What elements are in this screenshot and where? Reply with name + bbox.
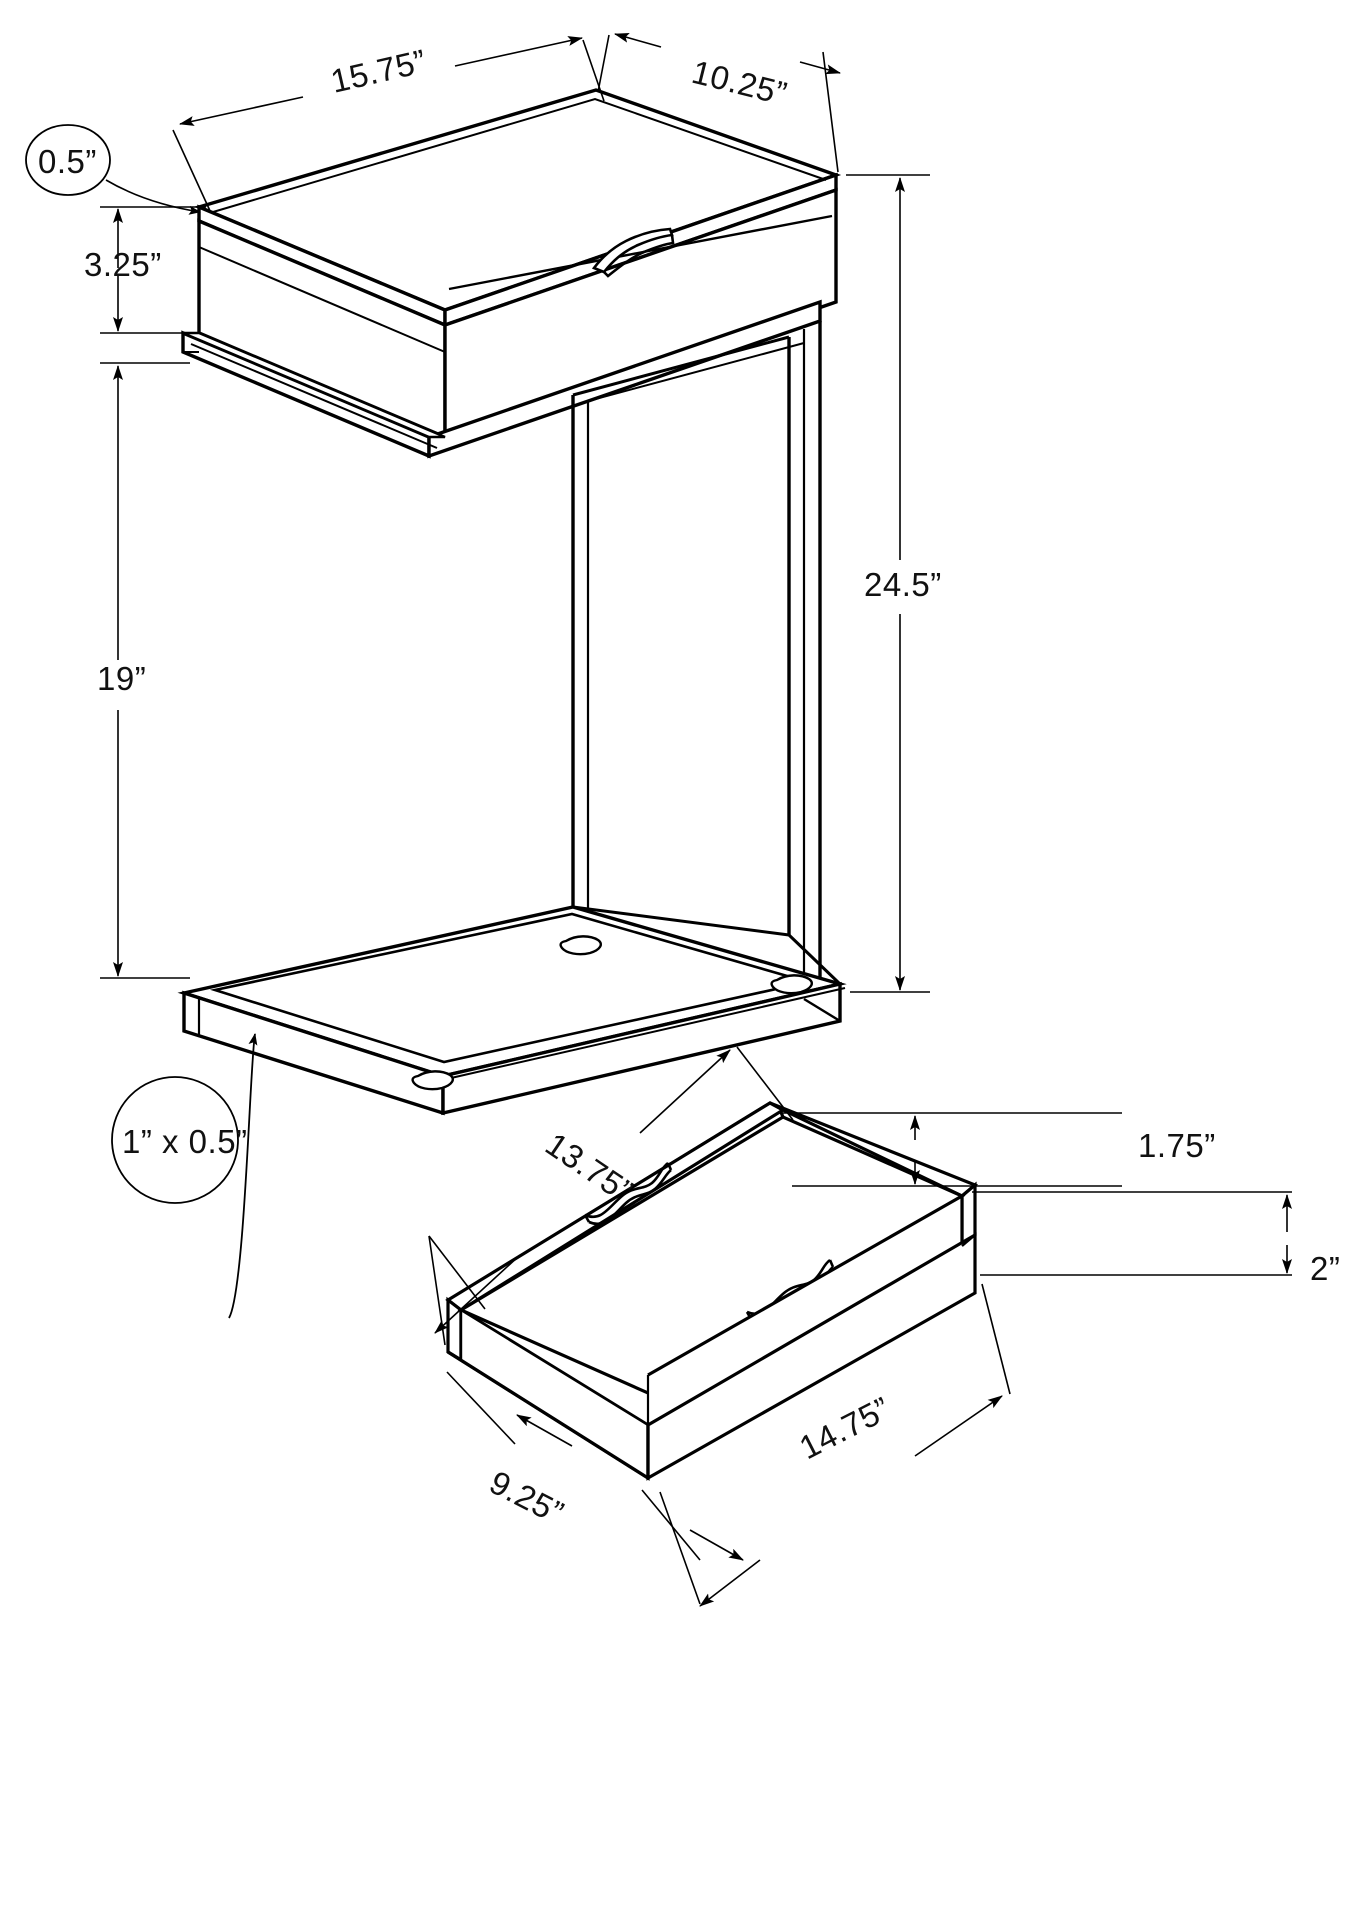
dim-label-drawer-back-height: 1.75”: [1138, 1127, 1216, 1164]
ext-line-topdepth-left: [597, 34, 610, 93]
dim-arrow-925-lower: [689, 1529, 744, 1561]
dim-arrow-925-upper: [516, 1414, 573, 1447]
dim-label-top-thickness: 0.5”: [38, 143, 97, 180]
table-feet: [411, 935, 813, 1091]
dim-label-overall-height: 24.5”: [864, 566, 942, 603]
ext-line-1375-lower-tick: [428, 1235, 446, 1346]
dimension-lines-main: [100, 32, 930, 1319]
base-shelf: [177, 905, 847, 1116]
cabinet-bottom-band: [181, 299, 822, 459]
callout-base-profile-circle: [111, 1076, 239, 1204]
dim-label-top-depth: 10.25”: [688, 53, 791, 112]
table-top-surface: [193, 88, 842, 328]
ext-line-1375-top: [736, 1046, 794, 1121]
dim-label-drawer-front-height: 2”: [1310, 1250, 1340, 1287]
dim-arrow-1475-lower: [699, 1559, 761, 1607]
callout-top-thickness-circle: [25, 124, 111, 196]
dim-label-clearance-height: 19”: [97, 660, 146, 697]
leader-base-profile: [228, 1033, 258, 1319]
dim-arrow-1375-lower: [434, 1254, 521, 1334]
dim-arrow-10-25-right: [799, 61, 841, 75]
ext-line-925-top: [446, 1371, 516, 1445]
dim-label-base-profile: 1” x 0.5”: [122, 1123, 248, 1160]
dim-arrow-10-25-left: [614, 32, 662, 48]
drawer-detail-geometry: [445, 1101, 979, 1481]
dim-label-drawer-inner-depth: 9.25”: [484, 1463, 570, 1531]
dim-label-drawer-box-height: 3.25”: [84, 246, 162, 283]
ext-line-1375-bottom: [428, 1235, 486, 1310]
ext-line-topwidth-right: [582, 39, 605, 102]
drawer-cabinet-box: [197, 187, 838, 440]
leader-0-5: [105, 179, 201, 215]
dim-arrow-15-75-left: [179, 96, 304, 126]
dimension-lines-drawer: [428, 1046, 1292, 1607]
dim-label-top-width: 15.75”: [327, 42, 429, 100]
dim-arrow-1475-upper: [914, 1395, 1003, 1457]
vertical-support-post: [571, 321, 822, 999]
ext-line-1475-upper: [981, 1283, 1011, 1395]
dim-label-drawer-inner-width: 13.75”: [539, 1125, 640, 1210]
table-assembly-geometry: [177, 88, 847, 1116]
dim-arrow-15-75-right: [454, 36, 583, 67]
dim-arrow-1375-upper: [639, 1049, 731, 1134]
ext-line-topwidth-left: [172, 129, 212, 214]
callout-balloons: [25, 124, 239, 1204]
dim-label-drawer-outer-length: 14.75”: [793, 1389, 896, 1466]
ext-line-1475-lower: [659, 1491, 701, 1605]
drawer-pull-handle: [591, 227, 675, 278]
